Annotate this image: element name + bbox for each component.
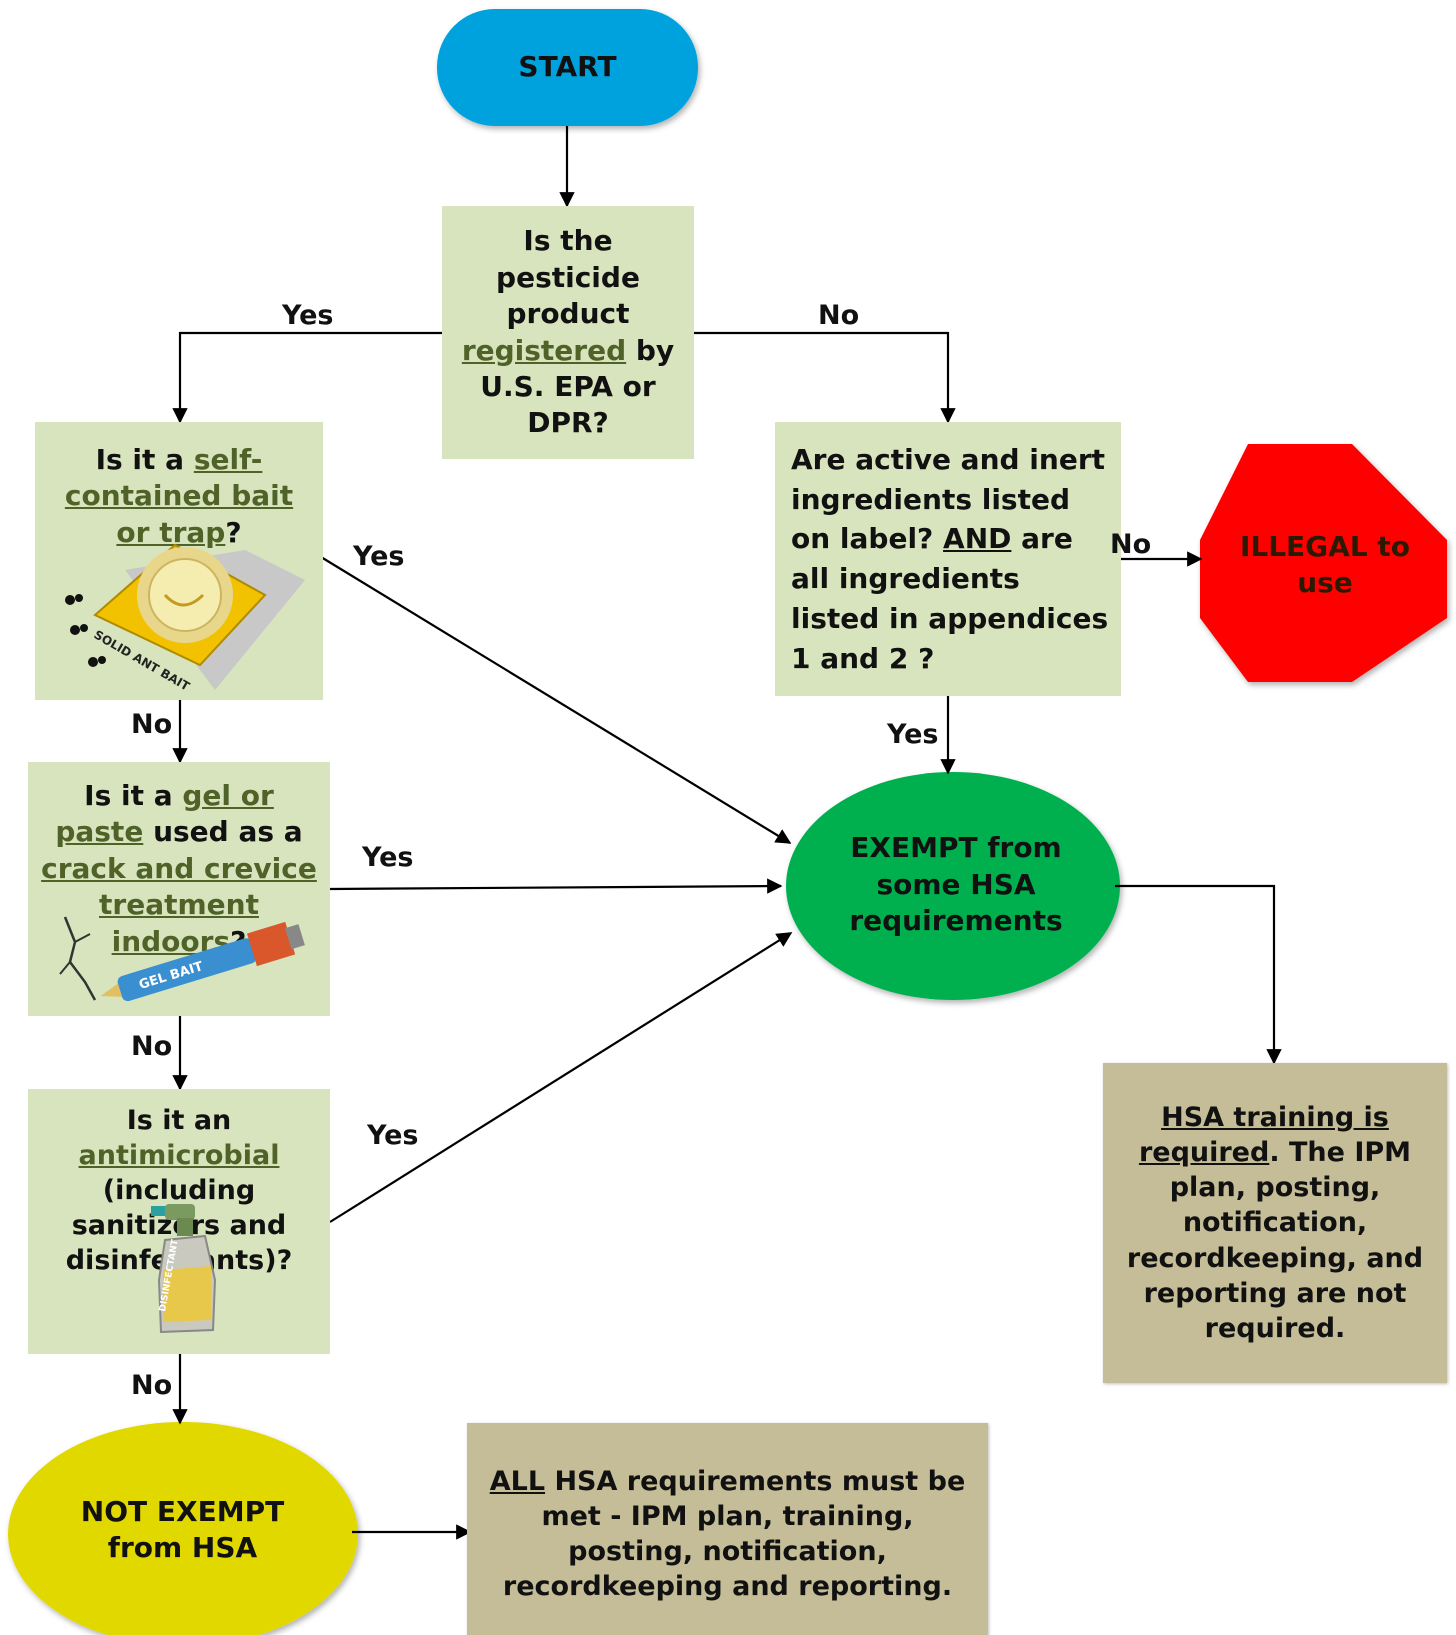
ant-bait-icon: SOLID ANT BAIT: [65, 543, 305, 690]
arrow-q2-yes: [320, 556, 792, 844]
hsa-training-required: HSA training is required: [1138, 1102, 1389, 1169]
start-terminal: [437, 9, 698, 126]
disinfectant-spray-icon: DISINFECTANT: [151, 1204, 217, 1334]
gel-paste-link[interactable]: gel or paste: [55, 779, 274, 849]
gel-bait-syringe-icon: GEL BAIT: [59, 916, 305, 1002]
start-label: START: [518, 50, 617, 84]
registered-link[interactable]: registered: [461, 333, 627, 367]
all-hsa-all: ALL: [489, 1465, 546, 1497]
arrow-q1-yes: [172, 331, 442, 424]
edge-label-q4-no: No: [131, 1370, 173, 1401]
edge-label-q3-no: No: [131, 1031, 173, 1062]
all-hsa-box: ALL HSA requirements must be met - IPM p…: [467, 1423, 988, 1635]
q1-pre: Is the pesticide product: [496, 224, 640, 331]
arrow-exempt-to-training: [1115, 884, 1282, 1065]
q2-post: ?: [225, 515, 242, 549]
edge-label-q5-no: No: [1110, 529, 1152, 560]
q5-pre: Are active and inert ingredients listed …: [791, 442, 1106, 556]
illegal-node: ILLEGAL to use: [1210, 520, 1440, 610]
illegal-label: ILLEGAL to use: [1239, 529, 1411, 599]
start-node: START: [437, 9, 698, 126]
hsa-training-box: HSA training is required. The IPM plan, …: [1103, 1063, 1447, 1383]
q1-post: by U.S. EPA or DPR?: [480, 333, 675, 440]
edge-label-q4-yes: Yes: [367, 1120, 419, 1151]
illegal-stop-octagon: [1200, 444, 1447, 682]
q2-pre: Is it a: [95, 443, 185, 476]
exempt-label: EXEMPT from some HSA requirements: [849, 831, 1063, 938]
not-exempt-ellipse: [8, 1422, 358, 1635]
arrow-q1-no: [694, 331, 956, 424]
exempt-node: EXEMPT from some HSA requirements: [826, 820, 1086, 950]
q5-post: are all ingredients listed in appendices…: [791, 522, 1109, 675]
not-exempt-label: NOT EXEMPT from HSA: [80, 1494, 285, 1564]
q5-and: AND: [943, 522, 1012, 556]
q5-ingredients-box: Are active and inert ingredients listed …: [775, 422, 1121, 696]
all-hsa-post: HSA requirements must be met - IPM plan,…: [502, 1465, 966, 1603]
q3-mid: used as a: [153, 815, 303, 849]
self-contained-bait-link[interactable]: self-contained bait or trap: [64, 443, 294, 549]
edge-label-q3-yes: Yes: [362, 842, 414, 873]
q1-registered-box: Is the pesticide product registered by U…: [442, 206, 694, 459]
edge-label-q2-yes: Yes: [353, 541, 405, 572]
arrow-q4-yes: [329, 932, 793, 1223]
q4-pre: Is it an: [126, 1105, 232, 1136]
arrow-q3-yes: [329, 878, 783, 894]
not-exempt-node: NOT EXEMPT from HSA: [60, 1480, 305, 1580]
edge-label-q2-no: No: [131, 709, 173, 740]
q3-pre: Is it a: [84, 779, 173, 812]
edge-label-q1-yes: Yes: [282, 300, 334, 331]
hsa-training-post: . The IPM plan, posting, notification, r…: [1126, 1137, 1424, 1344]
edge-label-q5-yes: Yes: [887, 719, 939, 750]
edge-label-q1-no: No: [818, 300, 860, 331]
antimicrobial-link[interactable]: antimicrobial: [78, 1140, 280, 1172]
exempt-ellipse: [786, 772, 1120, 1000]
